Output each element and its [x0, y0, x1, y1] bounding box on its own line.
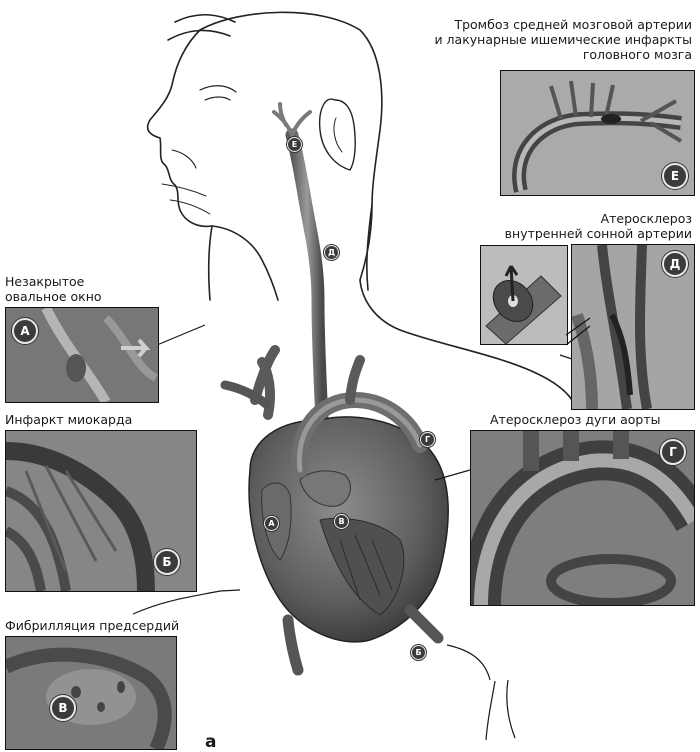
carotid-artery	[274, 104, 322, 420]
anatomy-letter-atrium: А	[264, 516, 279, 531]
panel-pfo: А	[5, 307, 159, 403]
figure-label: а	[205, 732, 216, 752]
anatomy-letter-valve: В	[334, 514, 349, 529]
panel-ica-letter: Д	[662, 251, 688, 277]
panel-ica: Д	[571, 244, 695, 410]
panel-aortic-arch: Г	[470, 430, 695, 606]
panel-af: В	[5, 636, 177, 750]
caption-mca-line1: Тромбоз средней мозговой артерии	[434, 17, 692, 32]
heart	[225, 350, 448, 670]
anatomy-letter-neck: Д	[324, 245, 339, 260]
caption-aortic-arch: Атеросклероз дуги аорты	[490, 412, 661, 427]
caption-mca-line2: и лакунарные ишемические инфаркты	[434, 32, 692, 47]
caption-mca: Тромбоз средней мозговой артерии и лакун…	[434, 17, 692, 62]
panel-mi-letter: Б	[154, 549, 180, 575]
caption-ica-line1: Атеросклероз	[505, 211, 692, 226]
panel-mca-letter: Е	[662, 163, 688, 189]
anatomy-letter-head: Е	[287, 137, 302, 152]
anatomy-letter-apex: Б	[411, 645, 426, 660]
panel-af-letter: В	[50, 695, 76, 721]
panel-mi: Б	[5, 430, 197, 592]
anatomy-letter-arch: Г	[420, 432, 435, 447]
caption-ica: Атеросклероз внутренней сонной артерии	[505, 211, 692, 241]
caption-pfo-line2: овальное окно	[5, 289, 102, 304]
panel-af-illustration	[6, 637, 176, 749]
caption-ica-line2: внутренней сонной артерии	[505, 226, 692, 241]
panel-mca: Е	[500, 70, 695, 196]
panel-ica-inset	[480, 245, 568, 345]
panel-ica-inset-illustration	[481, 246, 567, 344]
caption-pfo-line1: Незакрытое	[5, 274, 102, 289]
caption-mca-line3: головного мозга	[434, 47, 692, 62]
caption-pfo: Незакрытое овальное окно	[5, 274, 102, 304]
panel-pfo-letter: А	[12, 318, 38, 344]
caption-af: Фибрилляция предсердий	[5, 618, 179, 633]
panel-aortic-arch-letter: Г	[660, 439, 686, 465]
caption-mi: Инфаркт миокарда	[5, 412, 132, 427]
